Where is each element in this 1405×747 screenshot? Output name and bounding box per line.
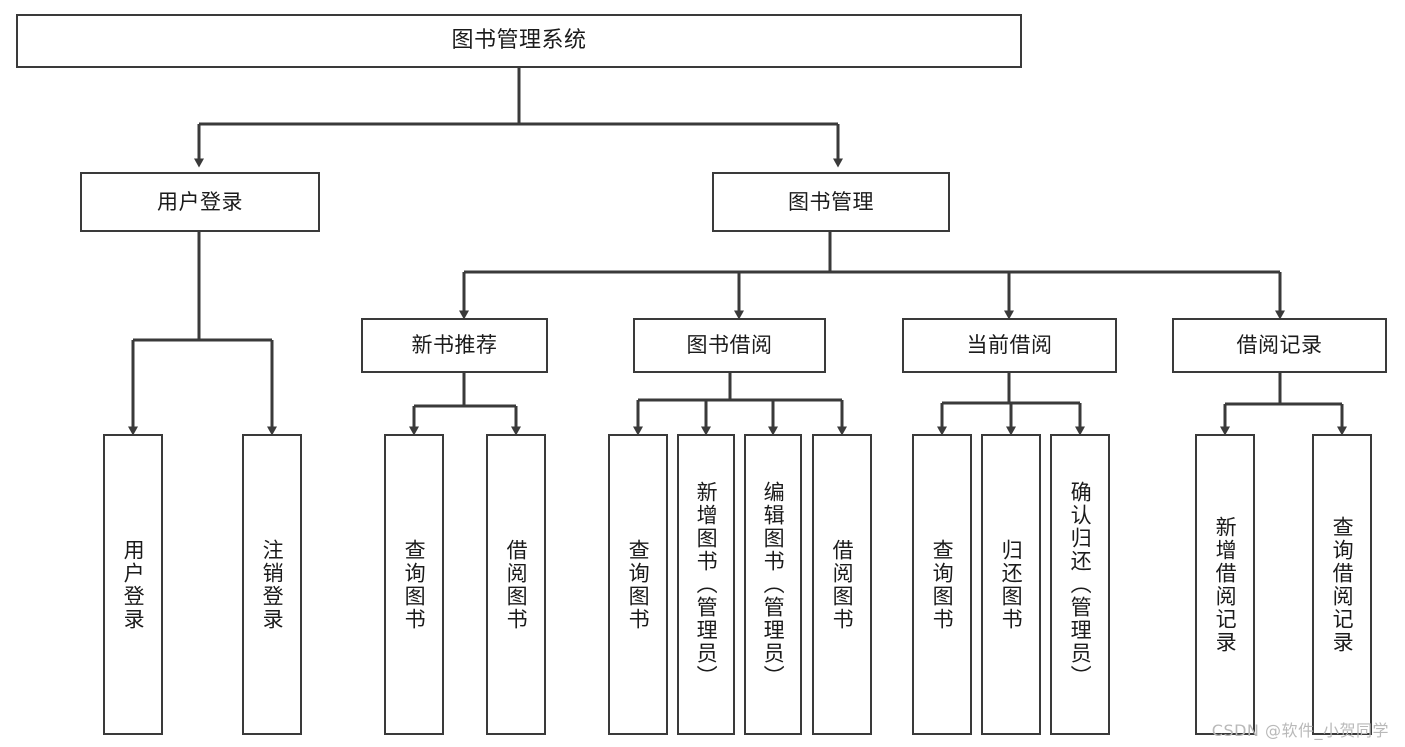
node-leaf-return-book-label: 归还图书 bbox=[999, 538, 1024, 631]
watermark: CSDN @软件_小贺同学 bbox=[1211, 721, 1389, 740]
node-book-manage-label: 图书管理 bbox=[788, 189, 874, 214]
node-leaf-query-book-a-label: 查询图书 bbox=[402, 538, 427, 631]
node-leaf-user-login-label: 用户登录 bbox=[121, 538, 146, 631]
node-leaf-borrow-book-a[interactable]: 借阅图书 bbox=[486, 434, 546, 735]
node-leaf-edit-book[interactable]: 编辑图书（管理员） bbox=[744, 434, 802, 735]
node-borrow-record[interactable]: 借阅记录 bbox=[1172, 318, 1387, 373]
node-leaf-query-record-label: 查询借阅记录 bbox=[1330, 515, 1355, 654]
node-leaf-query-book-c-label: 查询图书 bbox=[930, 538, 955, 631]
node-user-login[interactable]: 用户登录 bbox=[80, 172, 320, 232]
node-leaf-borrow-book-b-label: 借阅图书 bbox=[830, 538, 855, 631]
node-leaf-query-book-b-label: 查询图书 bbox=[626, 538, 651, 631]
node-new-book-rec-label: 新书推荐 bbox=[411, 333, 498, 358]
node-leaf-query-record[interactable]: 查询借阅记录 bbox=[1312, 434, 1372, 735]
node-root[interactable]: 图书管理系统 bbox=[16, 14, 1022, 68]
node-leaf-return-book[interactable]: 归还图书 bbox=[981, 434, 1041, 735]
node-leaf-add-record-label: 新增借阅记录 bbox=[1213, 515, 1238, 654]
node-borrow-record-label: 借阅记录 bbox=[1236, 333, 1323, 358]
node-leaf-query-book-b[interactable]: 查询图书 bbox=[608, 434, 668, 735]
node-book-manage[interactable]: 图书管理 bbox=[712, 172, 950, 232]
node-leaf-confirm-return-label: 确认归还（管理员） bbox=[1068, 481, 1093, 688]
node-leaf-query-book-a[interactable]: 查询图书 bbox=[384, 434, 444, 735]
node-leaf-confirm-return[interactable]: 确认归还（管理员） bbox=[1050, 434, 1110, 735]
node-leaf-query-book-c[interactable]: 查询图书 bbox=[912, 434, 972, 735]
node-leaf-add-book-label: 新增图书（管理员） bbox=[694, 481, 719, 688]
node-leaf-user-logout-label: 注销登录 bbox=[260, 538, 285, 631]
node-new-book-rec[interactable]: 新书推荐 bbox=[361, 318, 548, 373]
node-leaf-user-logout[interactable]: 注销登录 bbox=[242, 434, 302, 735]
node-current-borrow-label: 当前借阅 bbox=[966, 333, 1053, 358]
node-leaf-borrow-book-a-label: 借阅图书 bbox=[504, 538, 529, 631]
node-leaf-borrow-book-b[interactable]: 借阅图书 bbox=[812, 434, 872, 735]
node-book-borrow-label: 图书借阅 bbox=[686, 333, 773, 358]
node-root-label: 图书管理系统 bbox=[451, 28, 587, 54]
node-leaf-user-login[interactable]: 用户登录 bbox=[103, 434, 163, 735]
node-leaf-edit-book-label: 编辑图书（管理员） bbox=[761, 481, 786, 688]
node-leaf-add-record[interactable]: 新增借阅记录 bbox=[1195, 434, 1255, 735]
node-current-borrow[interactable]: 当前借阅 bbox=[902, 318, 1117, 373]
node-leaf-add-book[interactable]: 新增图书（管理员） bbox=[677, 434, 735, 735]
node-user-login-label: 用户登录 bbox=[157, 189, 243, 214]
node-book-borrow[interactable]: 图书借阅 bbox=[633, 318, 826, 373]
